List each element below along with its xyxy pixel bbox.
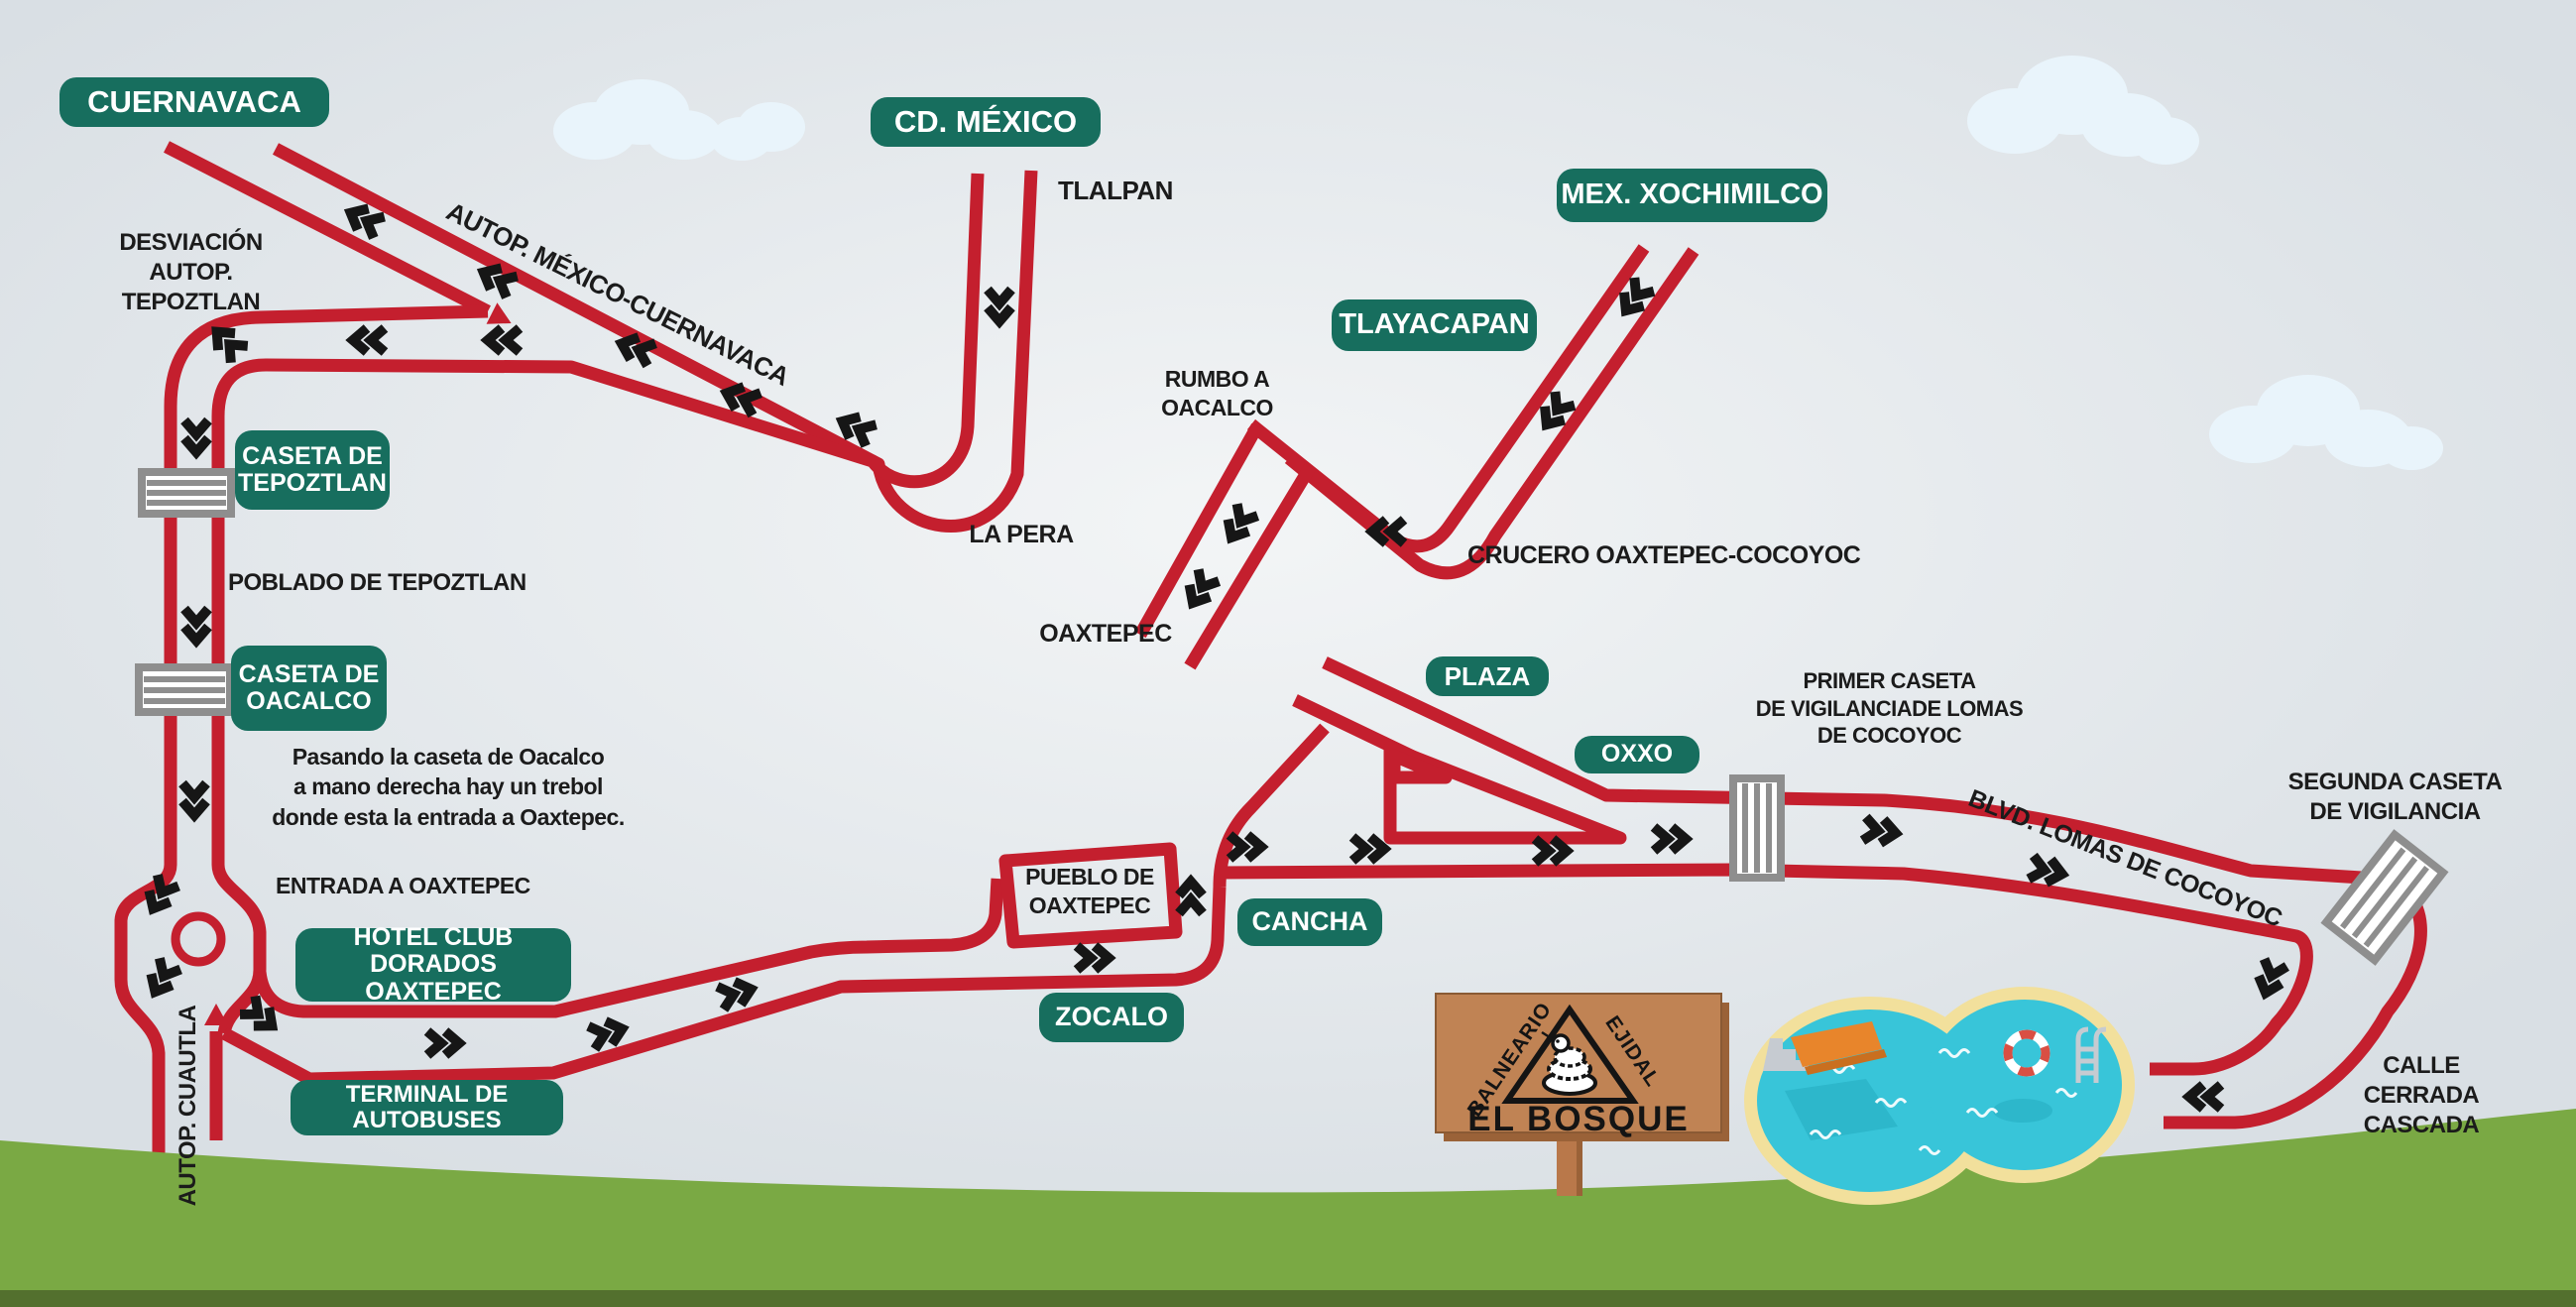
grass-dark-strip — [0, 1290, 2576, 1307]
toll-booth-oacalco-icon — [135, 663, 234, 716]
road-town-upper — [253, 878, 1004, 1018]
label-caseta-tepoztlan: CASETA DE TEPOZTLAN — [235, 430, 390, 510]
label-zocalo: ZOCALO — [1039, 993, 1184, 1042]
label-cd-mexico: CD. MÉXICO — [871, 97, 1101, 147]
vigilance-booth-1-icon — [1729, 774, 1785, 882]
road-roundabout-right — [211, 864, 267, 1035]
pool-illustration — [1744, 987, 2135, 1205]
toll-booth-tepoztlan-icon — [138, 468, 235, 518]
label-oxxo: OXXO — [1575, 736, 1699, 773]
road-to-plaza — [1213, 723, 1330, 888]
cloud-icon — [2209, 375, 2443, 470]
label-oaxtepec: OAXTEPEC — [1039, 620, 1172, 648]
roundabout-icon — [171, 911, 226, 967]
snake-logo-icon — [1541, 1030, 1597, 1096]
triangle-big — [1383, 741, 1627, 845]
label-mex-xochimilco: MEX. XOCHIMILCO — [1557, 169, 1827, 222]
road-oaxtepec-1 — [1134, 422, 1263, 639]
road-oaxtepec-2 — [1184, 462, 1317, 670]
diving-board-icon — [1791, 1021, 1882, 1067]
label-la-pera: LA PERA — [969, 521, 1074, 548]
label-rumbo-oacalco: RUMBO A OACALCO — [1161, 366, 1273, 420]
pool-ladder-icon — [2075, 1026, 2107, 1083]
road-terminal — [220, 886, 1227, 1086]
sign-text-el-bosque: EL BOSQUE — [1467, 1100, 1690, 1138]
label-plaza: PLAZA — [1426, 656, 1549, 696]
road-xochimilco-2 — [1284, 247, 1699, 580]
triangle-small — [1387, 749, 1453, 784]
life-ring-shadow — [1993, 1099, 2052, 1123]
road-autopista-outer — [272, 143, 1038, 533]
label-segunda-caseta: SEGUNDA CASETA DE VIGILANCIA — [2287, 769, 2503, 825]
road-cancha — [1219, 863, 2313, 1076]
life-ring-icon — [2003, 1029, 2050, 1077]
label-desviacion-tepoztlan: DESVIACIÓN AUTOP. TEPOZTLAN — [119, 229, 263, 315]
label-tlalpan: TLALPAN — [1058, 176, 1173, 205]
label-caseta-oacalco: CASETA DE OACALCO — [231, 646, 387, 731]
note-oacalco: Pasando la caseta de Oacalco a mano dere… — [272, 744, 625, 830]
cloud-icon — [553, 79, 805, 161]
label-terminal-autobuses: TERMINAL DE AUTOBUSES — [291, 1080, 563, 1135]
label-tlayacapan: TLAYACAPAN — [1332, 299, 1537, 351]
label-pueblo-oaxtepec: PUEBLO DE OAXTEPEC — [1025, 864, 1154, 918]
label-entrada-oaxtepec: ENTRADA A OAXTEPEC — [276, 873, 530, 898]
sign-triangle — [1501, 1004, 1639, 1104]
vigilance-booth-2-icon — [2320, 829, 2449, 966]
label-hotel-club-dorados: HOTEL CLUB DORADOS OAXTEPEC — [295, 923, 571, 1006]
label-poblado-tepoztlan: POBLADO DE TEPOZTLAN — [228, 569, 527, 596]
pool-steps-icon — [1763, 1038, 1809, 1071]
label-autop-cuautla: AUTOP. CUAUTLA — [175, 1005, 201, 1207]
road-arrowheads — [204, 302, 512, 1025]
road-autopista-inner — [211, 173, 985, 865]
pool-shelf-shadow — [1785, 1079, 1898, 1140]
diving-board-shadow — [1805, 1049, 1887, 1075]
pool-waves — [1809, 1048, 2078, 1155]
label-primer-caseta: PRIMER CASETA DE VIGILANCIADE LOMAS DE C… — [1755, 668, 2024, 748]
road-cuernavaca-branch — [164, 141, 491, 317]
label-cancha: CANCHA — [1237, 898, 1382, 946]
label-crucero-oaxtepec-cocoyoc: CRUCERO OAXTEPEC-COCOYOC — [1467, 541, 1861, 569]
label-cuernavaca: CUERNAVACA — [59, 77, 329, 127]
road-desviacion-tepoztlan — [164, 304, 489, 865]
pueblo-outline — [998, 842, 1183, 949]
cloud-icon — [1967, 56, 2199, 165]
label-calle-cerrada-cascada: CALLE CERRADA CASCADA — [2363, 1052, 2480, 1138]
grass — [0, 1109, 2576, 1307]
balneario-sign: BALNEARIO EJIDAL EL BOSQUE — [1435, 993, 1729, 1196]
